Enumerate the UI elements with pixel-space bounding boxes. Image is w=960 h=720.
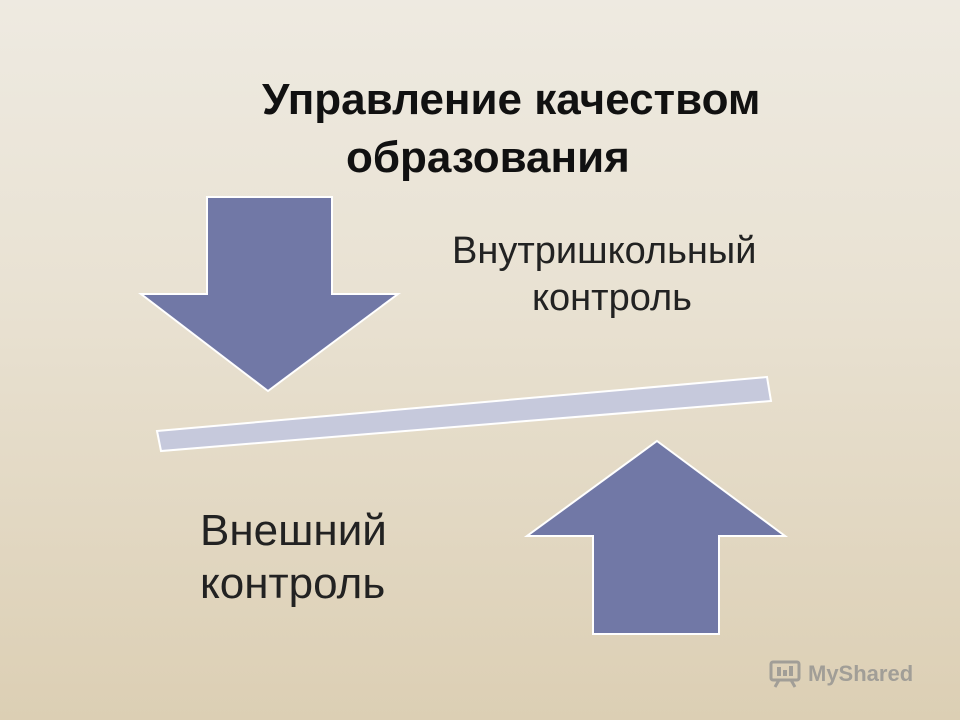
balance-beam: [155, 375, 773, 453]
watermark: MyShared: [768, 660, 913, 688]
presentation-board-icon: [769, 660, 801, 688]
watermark-text: MyShared: [808, 661, 914, 686]
internal-control-line-2: контроль: [532, 277, 692, 319]
internal-control-line-1: Внутришкольный: [452, 230, 757, 272]
external-control-line-1: Внешний: [200, 506, 387, 555]
title-line-2: образования: [346, 133, 630, 182]
up-arrow: [523, 439, 789, 635]
down-arrow: [138, 196, 402, 393]
title-line-1: Управление качеством: [262, 75, 761, 124]
external-control-line-2: контроль: [200, 559, 386, 608]
